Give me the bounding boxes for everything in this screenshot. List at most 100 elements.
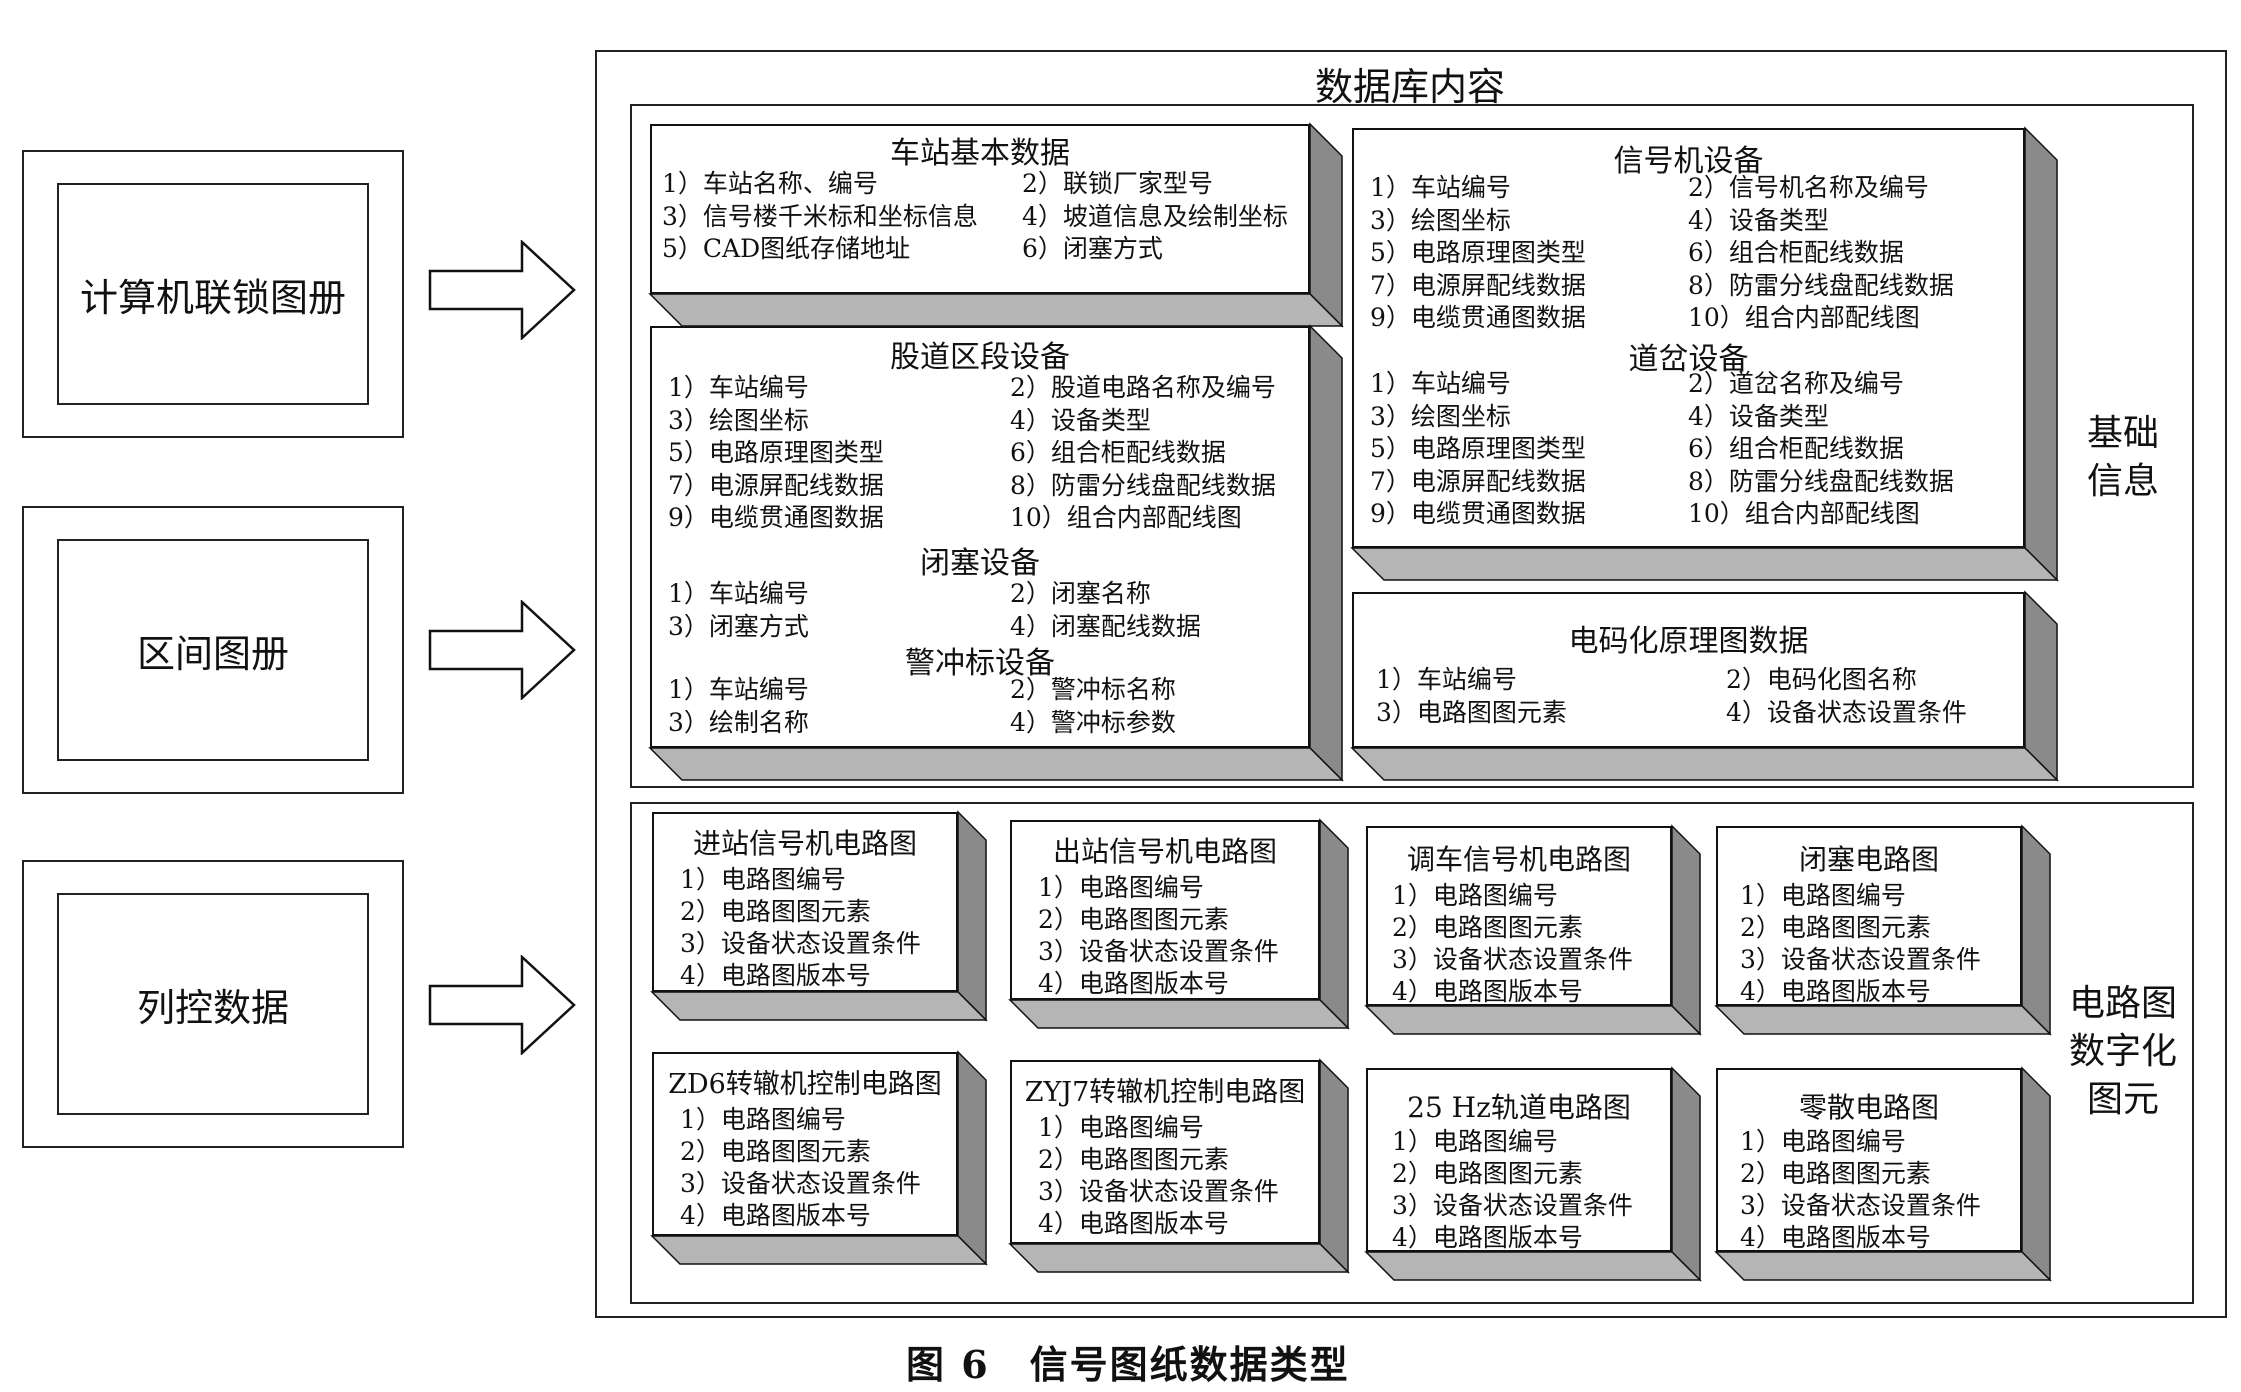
basic-info-label: 基础 信息: [2058, 410, 2188, 506]
list-item: 1）车站编号: [668, 675, 809, 704]
block-equipment-items: 1）车站编号 2）闭塞名称 3）闭塞方式 4）闭塞配线数据: [668, 578, 1308, 643]
list-item: 3）设备状态设置条件: [1740, 945, 1981, 974]
list-item: 4）电路图版本号: [1038, 969, 1229, 998]
list-item: 3）电路图图元素: [1376, 697, 1567, 727]
list-item: 1）电路图编号: [1038, 873, 1204, 902]
list-item: 5）电路原理图类型: [1370, 434, 1586, 463]
box-face: [1352, 128, 2025, 548]
list-item: 2）电路图图元素: [1038, 1145, 1229, 1174]
circuit-box-items: 1）电路图编号 2）电路图图元素 3）设备状态设置条件 4）电路图版本号: [1392, 1126, 1633, 1254]
list-item: 4）闭塞配线数据: [1010, 611, 1201, 641]
circuit-box-zyj7-switch: ZYJ7转辙机控制电路图 1）电路图编号 2）电路图图元素 3）设备状态设置条件…: [1008, 1058, 1350, 1274]
list-item: 2）联锁厂家型号: [1022, 169, 1213, 198]
list-item: 3）闭塞方式: [668, 611, 809, 641]
coded-circuit-box: 电码化原理图数据 1）车站编号 2）电码化图名称 3）电路图图元素 4）设备状态…: [1350, 590, 2059, 782]
circuit-box-title: 出站信号机电路图: [1052, 835, 1277, 868]
box-bevel: [1350, 590, 2059, 782]
list-item: 1）电路图编号: [1392, 1127, 1558, 1156]
box-bevel: [1364, 1066, 1702, 1282]
circuit-box-entry-signal: 进站信号机电路图 1）电路图编号 2）电路图图元素 3）设备状态设置条件 4）电…: [650, 810, 988, 1022]
arrow-icon-2: [428, 600, 576, 700]
box-bevel: [1008, 818, 1350, 1030]
circuit-box-title: 进站信号机电路图: [692, 827, 917, 860]
list-item: 3）绘图坐标: [668, 405, 809, 435]
circuit-label-line1: 电路图: [2068, 983, 2177, 1024]
list-item: 5）电路原理图类型: [1370, 238, 1586, 267]
coded-circuit-title: 电码化原理图数据: [1568, 624, 1809, 659]
box-side-shade: [2021, 1066, 2051, 1282]
list-item: 4）电路图版本号: [1038, 1209, 1229, 1238]
track-equipment-title: 股道区段设备: [890, 340, 1070, 375]
circuit-box-items: 1）电路图编号 2）电路图图元素 3）设备状态设置条件 4）电路图版本号: [1740, 1126, 1981, 1254]
box-side-shade: [957, 1050, 987, 1266]
basic-info-label-line1: 基础: [2086, 413, 2159, 454]
list-item: 8）防雷分线盘配线数据: [1688, 466, 1954, 496]
list-item: 4）电路图版本号: [1740, 1223, 1931, 1252]
box-side-shade: [1671, 1066, 1701, 1282]
circuit-box-exit-signal: 出站信号机电路图 1）电路图编号 2）电路图图元素 3）设备状态设置条件 4）电…: [1008, 818, 1350, 1030]
box-bottom-shade: [1364, 1005, 1702, 1035]
list-item: 3）绘制名称: [668, 707, 809, 737]
box-bevel: [1350, 126, 2059, 582]
block-equipment-title: 闭塞设备: [920, 546, 1040, 581]
box-bevel: [648, 324, 1344, 782]
circuit-box-items: 1）电路图编号 2）电路图图元素 3）设备状态设置条件 4）电路图版本号: [1038, 1112, 1279, 1240]
list-item: 8）防雷分线盘配线数据: [1688, 270, 1954, 300]
list-item: 3）设备状态设置条件: [680, 1169, 921, 1198]
source-label-interlocking: 计算机联锁图册: [57, 183, 369, 405]
list-item: 2）电路图图元素: [1740, 1159, 1931, 1188]
box-side-shade: [1319, 1058, 1349, 1274]
box-bottom-shade: [1364, 1251, 1702, 1281]
list-item: 4）电路图版本号: [1392, 1223, 1583, 1252]
figure-caption: 图 6 信号图纸数据类型: [906, 1342, 1350, 1387]
box-bottom-shade: [650, 1235, 988, 1265]
box-side-shade: [1319, 818, 1349, 1030]
arrow-icon-1: [428, 240, 576, 340]
source-label-train-control: 列控数据: [57, 893, 369, 1115]
list-item: 2）电路图图元素: [1038, 905, 1229, 934]
signal-equipment-title: 信号机设备: [1613, 144, 1764, 179]
list-item: 10）组合内部配线图: [1688, 303, 1920, 332]
box-face: [1716, 826, 2022, 1006]
list-item: 7）电源屏配线数据: [668, 470, 884, 500]
list-item: 4）电路图版本号: [680, 1201, 871, 1230]
list-item: 9）电缆贯通图数据: [1370, 303, 1586, 332]
list-item: 3）绘图坐标: [1370, 205, 1511, 235]
circuit-box-shunt-signal: 调车信号机电路图 1）电路图编号 2）电路图图元素 3）设备状态设置条件 4）电…: [1364, 824, 1702, 1036]
list-item: 1）电路图编号: [680, 865, 846, 894]
box-face: [1366, 826, 1672, 1006]
list-item: 2）闭塞名称: [1010, 579, 1151, 608]
box-bevel: [648, 122, 1344, 328]
box-side-shade: [2021, 824, 2051, 1036]
circuit-box-items: 1）电路图编号 2）电路图图元素 3）设备状态设置条件 4）电路图版本号: [1392, 880, 1633, 1008]
box-bottom-shade: [1350, 547, 2059, 581]
list-item: 1）车站名称、编号: [662, 169, 878, 198]
box-bevel: [1364, 824, 1702, 1036]
list-item: 2）电路图图元素: [1740, 913, 1931, 942]
box-bottom-shade: [648, 293, 1344, 327]
list-item: 3）设备状态设置条件: [1392, 1191, 1633, 1220]
box-bottom-shade: [1008, 999, 1350, 1029]
list-item: 6）组合柜配线数据: [1688, 434, 1904, 463]
switch-equipment-title: 道岔设备: [1628, 342, 1749, 377]
circuit-box-items: 1）电路图编号 2）电路图图元素 3）设备状态设置条件 4）电路图版本号: [1740, 880, 1981, 1008]
source-box-section: 区间图册: [22, 506, 404, 794]
list-item: 6）组合柜配线数据: [1010, 438, 1226, 467]
circuit-box-items: 1）电路图编号 2）电路图图元素 3）设备状态设置条件 4）电路图版本号: [1038, 872, 1279, 1000]
list-item: 3）设备状态设置条件: [1038, 937, 1279, 966]
circuit-box-title: 闭塞电路图: [1798, 843, 1939, 876]
list-item: 2）电路图图元素: [680, 1137, 871, 1166]
box-bevel: [650, 810, 988, 1022]
list-item: 1）电路图编号: [1740, 881, 1906, 910]
list-item: 8）防雷分线盘配线数据: [1010, 470, 1276, 500]
list-item: 10）组合内部配线图: [1010, 503, 1242, 532]
box-bottom-shade: [650, 991, 988, 1021]
circuit-box-misc: 零散电路图 1）电路图编号 2）电路图图元素 3）设备状态设置条件 4）电路图版…: [1714, 1066, 2052, 1282]
box-bevel: [1008, 1058, 1350, 1274]
source-box-interlocking: 计算机联锁图册: [22, 150, 404, 438]
circuit-box-items: 1）电路图编号 2）电路图图元素 3）设备状态设置条件 4）电路图版本号: [680, 864, 921, 992]
station-data-items: 1）车站名称、编号 2）联锁厂家型号 3）信号楼千米标和坐标信息 4）坡道信息及…: [662, 168, 1302, 266]
signal-equipment-items: 1）车站编号 2）信号机名称及编号 3）绘图坐标 4）设备类型 5）电路原理图类…: [1370, 172, 2020, 335]
circuit-box-title: ZYJ7转辙机控制电路图: [1024, 1077, 1306, 1108]
circuit-label: 电路图 数字化 图元: [2058, 980, 2188, 1124]
